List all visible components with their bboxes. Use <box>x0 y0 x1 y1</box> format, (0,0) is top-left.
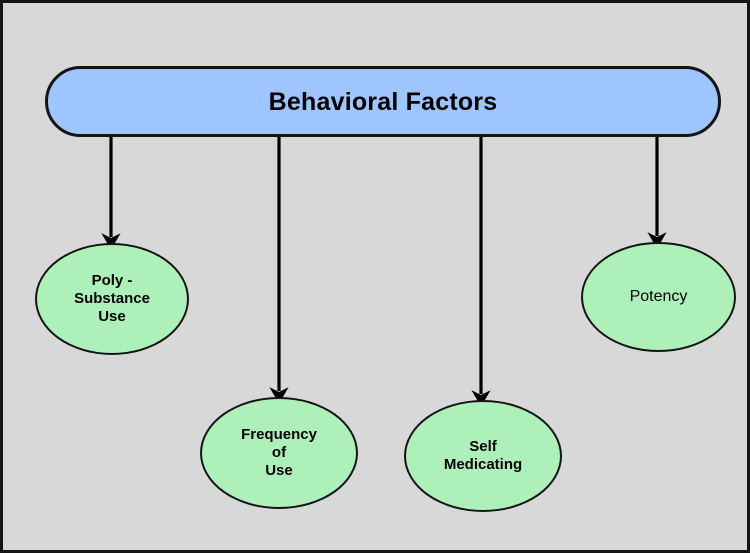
node-label-frequency-of-use: Frequency of Use <box>241 426 317 479</box>
node-label-behavioral-factors: Behavioral Factors <box>268 87 498 116</box>
node-potency[interactable]: Potency <box>581 242 736 352</box>
node-label-potency: Potency <box>629 288 688 306</box>
node-label-self-medicating: Self Medicating <box>443 438 523 473</box>
node-frequency-of-use[interactable]: Frequency of Use <box>200 397 358 509</box>
node-self-medicating[interactable]: Self Medicating <box>404 400 562 512</box>
node-poly-substance-use[interactable]: Poly - Substance Use <box>35 243 189 355</box>
node-behavioral-factors[interactable]: Behavioral Factors <box>45 66 721 137</box>
node-label-poly-substance-use: Poly - Substance Use <box>74 272 150 325</box>
